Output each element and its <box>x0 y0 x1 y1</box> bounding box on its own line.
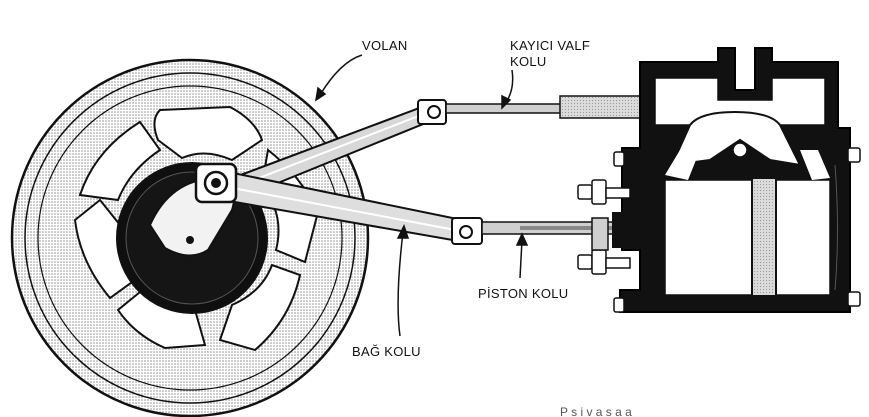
connecting-rod <box>194 162 483 245</box>
piston <box>751 177 777 297</box>
flywheel <box>10 58 370 417</box>
slide-valve <box>670 110 802 167</box>
cylinder <box>577 47 861 313</box>
leader-lines <box>314 54 529 337</box>
cylinder-bolts <box>577 147 861 313</box>
label-valve-rod-line1: KAYICI VALF <box>510 38 590 53</box>
leader-volan <box>319 54 363 96</box>
label-piston-rod: PİSTON KOLU <box>478 286 568 301</box>
label-valve-rod-line2: KOLU <box>510 54 547 69</box>
label-volan: VOLAN <box>362 38 408 53</box>
leader-piston-rod <box>519 239 523 279</box>
leader-connecting-rod <box>397 231 404 337</box>
label-connecting-rod: BAĞ KOLU <box>352 344 421 359</box>
footer-fragment: P s i v a s a a <box>560 405 632 417</box>
